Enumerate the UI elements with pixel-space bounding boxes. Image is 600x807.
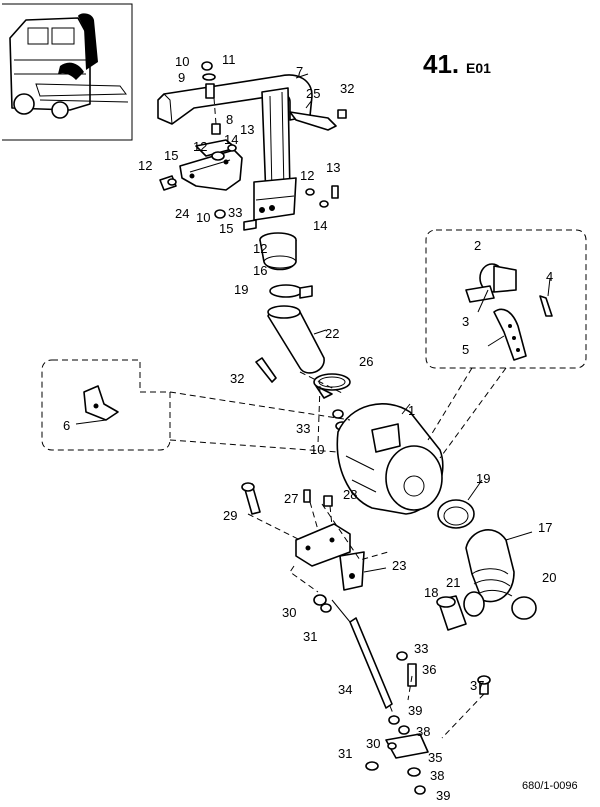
callout-number: 33 (296, 421, 310, 436)
mounting-bracket (179, 139, 243, 191)
hose-coupling (259, 232, 313, 299)
callout-number: 12 (300, 168, 314, 183)
callout-number: 5 (462, 342, 469, 357)
pipe-strap (289, 111, 337, 131)
callout-number: 26 (359, 354, 373, 369)
callout-number: 32 (340, 81, 354, 96)
hose-clamp (313, 373, 351, 399)
callout-number: 33 (414, 641, 428, 656)
sealing-ring (437, 499, 475, 529)
callout-number: 13 (240, 122, 254, 137)
callout-leaders (75, 73, 551, 573)
callout-number: 38 (430, 768, 444, 783)
callout-number: 27 (284, 491, 298, 506)
callout-number: 3 (462, 314, 469, 329)
callout-number: 15 (164, 148, 178, 163)
elbow-hose (465, 529, 515, 603)
callout-number: 12 (138, 158, 152, 173)
callout-labels: 10 11 9 7 25 32 8 14 13 12 15 12 24 10 3… (63, 52, 556, 803)
callout-number: 16 (253, 263, 267, 278)
washer (332, 409, 344, 419)
connecting-pipe (267, 305, 325, 374)
callout-number: 8 (226, 112, 233, 127)
callout-number: 21 (446, 575, 460, 590)
callout-number: 13 (326, 160, 340, 175)
callout-number: 31 (338, 746, 352, 761)
callout-number: 1 (408, 403, 415, 418)
callout-number: 23 (392, 558, 406, 573)
callout-number: 12 (193, 139, 207, 154)
callout-number: 11 (222, 52, 236, 67)
callout-number: 36 (422, 662, 436, 677)
page-code: E01 (466, 60, 491, 76)
callout-number: 38 (416, 724, 430, 739)
support-rod (331, 599, 393, 709)
callout-number: 9 (178, 70, 185, 85)
callout-number: 7 (296, 64, 303, 79)
callout-number: 29 (223, 508, 237, 523)
callout-number: 20 (542, 570, 556, 585)
callout-number: 12 (253, 241, 267, 256)
detail-box-sensor (425, 229, 587, 369)
detail-leaders (169, 97, 507, 739)
callout-number: 17 (538, 520, 552, 535)
callout-number: 19 (476, 471, 490, 486)
callout-number: 10 (310, 442, 324, 457)
small-fittings (436, 591, 537, 631)
air-intake-pipe (157, 74, 313, 221)
callout-number: 39 (436, 788, 450, 803)
support-bracket (295, 523, 365, 591)
callout-number: 25 (306, 86, 320, 101)
callout-number: 15 (219, 221, 233, 236)
truck-inset (2, 3, 133, 141)
callout-number: 39 (408, 703, 422, 718)
callout-number: 30 (282, 605, 296, 620)
upper-hardware (159, 61, 347, 231)
callout-number: 14 (313, 218, 327, 233)
callout-number: 14 (224, 132, 238, 147)
bolt (255, 357, 277, 383)
callout-number: 37 (470, 678, 484, 693)
callout-number: 28 (343, 487, 357, 502)
callout-number: 31 (303, 629, 317, 644)
callout-number: 4 (546, 269, 553, 284)
callout-number: 22 (325, 326, 339, 341)
callout-number: 35 (428, 750, 442, 765)
callout-number: 32 (230, 371, 244, 386)
callout-number: 34 (338, 682, 352, 697)
callout-number: 6 (63, 418, 70, 433)
detail-box-bracket (41, 359, 171, 451)
page-number: 41. (423, 49, 459, 79)
callout-number: 18 (424, 585, 438, 600)
callout-number: 2 (474, 238, 481, 253)
callout-number: 24 (175, 206, 189, 221)
drawing-reference: 680/1-0096 (522, 780, 578, 792)
callout-number: 10 (175, 54, 189, 69)
callout-number: 19 (234, 282, 248, 297)
callout-number: 33 (228, 205, 242, 220)
callout-number: 30 (366, 736, 380, 751)
callout-number: 10 (196, 210, 210, 225)
air-filter-housing (336, 403, 444, 515)
